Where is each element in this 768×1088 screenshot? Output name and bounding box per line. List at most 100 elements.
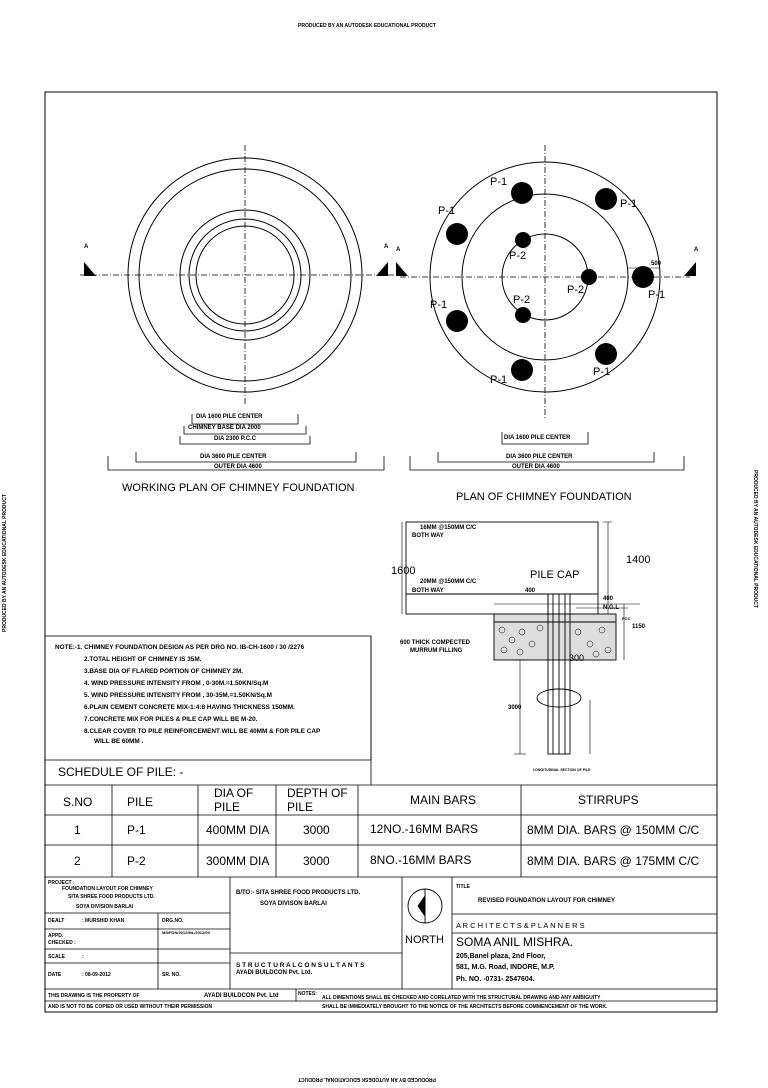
not-copied: AND IS NOT TO BE COPIED OR USED WITHOUT … bbox=[48, 1004, 213, 1010]
mid-bars-line1: 20MM @150MM C/C bbox=[420, 579, 477, 585]
notes-heading: NOTE:- bbox=[55, 644, 78, 651]
left-dim-1: DIA 1600 PILE CENTER bbox=[196, 414, 263, 420]
pile-p1 bbox=[632, 266, 654, 288]
pile-p1 bbox=[511, 182, 533, 204]
checked-label: CHECKED : bbox=[48, 940, 76, 946]
dim-1400: 1400 bbox=[626, 554, 651, 566]
right-dim-2: DIA 3600 PILE CENTER bbox=[506, 454, 573, 460]
pile-label-p2: P-2 bbox=[567, 284, 585, 296]
notes-footer-label: NOTES: bbox=[298, 991, 317, 997]
header-sno: S.NO bbox=[63, 795, 93, 809]
project-line1: FOUNDATION LAYOUT FOR CHIMNEY bbox=[62, 886, 153, 892]
client-line2: SOYA DIVISON BARLAI bbox=[260, 901, 327, 907]
section-marker-right-b bbox=[684, 262, 696, 276]
pile-label-p1: P-1 bbox=[430, 299, 448, 311]
date-label: DATE bbox=[48, 972, 62, 978]
left-dim-3: DIA 2300 P.C.C bbox=[214, 436, 257, 442]
notes-footer-2: SHALL BE IMMEDIATELY BROUGHT TO THE NOTI… bbox=[322, 1004, 608, 1010]
section-marker-label: A bbox=[384, 244, 389, 250]
pile-label-p2: P-2 bbox=[509, 250, 527, 262]
row1-depth: 3000 bbox=[303, 823, 330, 837]
north-arrow-symbol bbox=[407, 888, 443, 924]
pcc-label: PCC bbox=[622, 616, 631, 621]
arch-address-2: 581, M.G. Road, INDORE, M.P. bbox=[456, 964, 555, 971]
schedule-title: SCHEDULE OF PILE: - bbox=[58, 765, 184, 779]
pile-label-p1: P-1 bbox=[648, 289, 666, 301]
row1-sno: 1 bbox=[74, 823, 81, 837]
pile-p1 bbox=[595, 188, 617, 210]
drg-label: DRG.NO. bbox=[162, 918, 184, 924]
note-4: 4. WIND PRESSURE INTENSITY FROM , 0-30M.… bbox=[84, 680, 269, 687]
pile-p1 bbox=[511, 359, 533, 381]
row1-main-bars: 12NO.-16MM BARS bbox=[370, 822, 479, 836]
pile-p2 bbox=[515, 307, 531, 323]
row2-main-bars: 8NO.-16MM BARS bbox=[370, 853, 472, 867]
pile-cap-label: PILE CAP bbox=[530, 569, 580, 581]
pile-label-p1: P-1 bbox=[593, 366, 611, 378]
section-marker-left-b bbox=[376, 262, 388, 276]
property-line: THIS DRAWING IS THE PROPERTY OF bbox=[48, 993, 140, 999]
arch-address-3: Ph. NO. -0731- 2547604. bbox=[456, 976, 535, 983]
watermark-top: PRODUCED BY AN AUTODESK EDUCATIONAL PROD… bbox=[298, 23, 436, 29]
left-plan-title: WORKING PLAN OF CHIMNEY FOUNDATION bbox=[122, 482, 355, 494]
row2-pile: P-2 bbox=[127, 854, 146, 868]
section-marker-right-a bbox=[396, 262, 408, 276]
filling-line2: MURRUM FILLING bbox=[410, 648, 463, 654]
title-label: TITLE bbox=[456, 884, 470, 890]
note-7: 7.CONCRETE MIX FOR PILES & PILE CAP WILL… bbox=[84, 716, 258, 723]
left-plan-drawing bbox=[80, 145, 400, 405]
row1-pile: P-1 bbox=[127, 823, 146, 837]
dealt-label: DEALT bbox=[48, 918, 65, 924]
note-2: 2.TOTAL HEIGHT OF CHIMNEY IS 35M. bbox=[84, 656, 202, 663]
consultant-label: S T R U C T U R A L C O N S U L T A N T … bbox=[236, 962, 365, 969]
section-marker-label: A bbox=[396, 247, 401, 253]
notes-footer-1: ALL DIMENTIONS SHALL BE CHECKED AND CORE… bbox=[322, 995, 601, 1001]
dim-1600: 1600 bbox=[391, 565, 416, 577]
left-dim-2: CHIMNEY BASE DIA 2000 bbox=[188, 425, 261, 431]
pile-label-p1: P-1 bbox=[490, 176, 508, 188]
left-dim-4: DIA 3600 PILE CENTER bbox=[200, 454, 267, 460]
client-line1: B/TO:- SITA SHREE FOOD PRODUCTS LTD. bbox=[236, 890, 361, 896]
note-5: 5. WIND PRESSURE INTENSITY FROM , 30-35M… bbox=[84, 692, 272, 699]
title-block-grid bbox=[45, 877, 717, 1002]
row2-dia: 300MM DIA bbox=[206, 854, 270, 868]
row2-depth: 3000 bbox=[303, 854, 330, 868]
pile-p2 bbox=[581, 269, 597, 285]
arch-label: A R C H I T E C T S & P L A N N E R S bbox=[456, 921, 585, 930]
date-value: : 08-09-2012 bbox=[82, 972, 111, 978]
header-main-bars: MAIN BARS bbox=[410, 793, 477, 807]
row2-stirrups: 8MM DIA. BARS @ 175MM C/C bbox=[527, 854, 700, 868]
section-marker-label: A bbox=[84, 244, 89, 250]
dealt-value: : MURSHID KHAN bbox=[82, 918, 125, 924]
scale-value: : bbox=[82, 954, 84, 960]
project-line2: SITA SHREE FOOD PRODUCTS LTD. bbox=[68, 894, 155, 900]
note-1: 1. CHIMNEY FOUNDATION DESIGN AS PER DRG … bbox=[77, 644, 305, 651]
project-line3: SOYA DIVISION BARLAI bbox=[76, 904, 134, 910]
dim-300: 300 bbox=[569, 653, 585, 663]
pile-label-p1: P-1 bbox=[620, 198, 638, 210]
title-value: REVISED FOUNDATION LAYOUT FOR CHIMNEY bbox=[478, 898, 616, 904]
schedule-table-grid bbox=[45, 785, 717, 878]
right-dim-3: OUTER DIA 4600 bbox=[512, 464, 560, 470]
row1-dia: 400MM DIA bbox=[206, 823, 270, 837]
dim-500: 500 bbox=[651, 261, 662, 267]
note-3: 3.BASE DIA OF FLARED PORTION OF CHIMNEY … bbox=[84, 668, 244, 675]
property-owner: AYADI BUILDCON Pvt. Ltd bbox=[204, 993, 279, 999]
pile-markers bbox=[446, 182, 654, 381]
mid-bars-line2: BOTH WAY bbox=[412, 588, 444, 594]
sr-label: SR. NO. bbox=[162, 972, 181, 978]
header-pile: PILE bbox=[127, 795, 154, 809]
pile-label-p1: P-1 bbox=[438, 205, 456, 217]
pile-p2 bbox=[515, 232, 531, 248]
section-marker-label: A bbox=[694, 247, 699, 253]
top-bars-line2: BOTH WAY bbox=[412, 533, 444, 539]
drg-value: MS/FDN/2012/ML/2012/03 bbox=[162, 930, 210, 935]
left-dim-5: OUTER DIA 4600 bbox=[214, 464, 262, 470]
right-plan-title: PLAN OF CHIMNEY FOUNDATION bbox=[456, 491, 632, 503]
dim-3000: 3000 bbox=[508, 705, 522, 711]
pile-p1 bbox=[446, 223, 468, 245]
arch-address-1: 205,Banel plaza, 2nd Floor, bbox=[456, 953, 546, 960]
section-marker-left-a bbox=[84, 262, 96, 276]
note-6: 6.PLAIN CEMENT CONCRETE MIX-1:4:8 HAVING… bbox=[84, 704, 295, 711]
